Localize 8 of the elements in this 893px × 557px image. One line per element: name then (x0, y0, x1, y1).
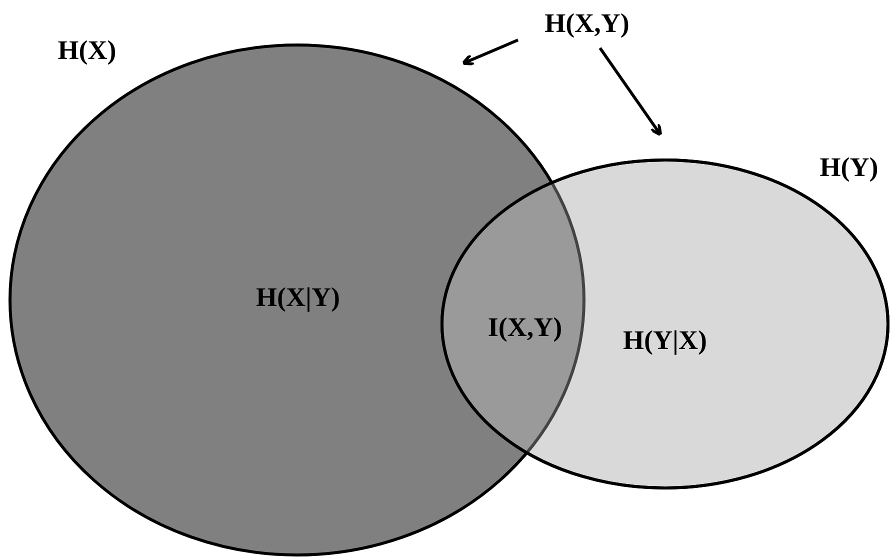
region-label: H(X|Y) (256, 282, 340, 312)
text-label: H(X,Y) (544, 8, 630, 38)
region-label: H(Y|X) (623, 325, 707, 355)
set-label: H(X) (58, 35, 116, 65)
arrow (462, 38, 519, 66)
set-label: H(Y) (820, 152, 878, 182)
region-label: I(X,Y) (488, 312, 562, 342)
arrow (598, 47, 662, 136)
